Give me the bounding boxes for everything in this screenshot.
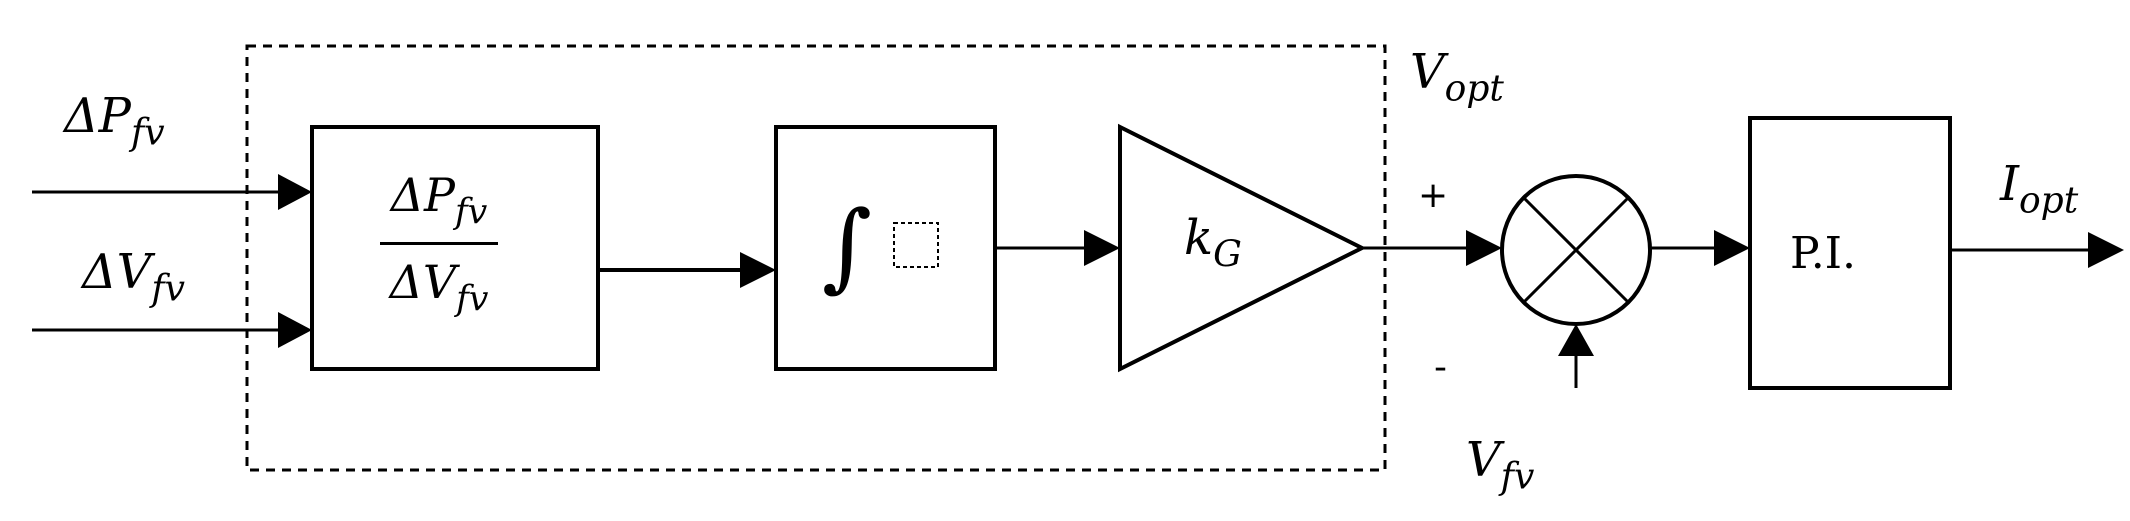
- input-dv-arrowhead: [278, 312, 312, 348]
- output-label: Iopt: [2000, 160, 2078, 220]
- summer-plus-sign: +: [1418, 175, 1449, 216]
- vopt-label: Vopt: [1410, 48, 1504, 108]
- gain-block: [1118, 123, 1367, 373]
- integrator-to-gain-arrowhead: [1084, 230, 1120, 266]
- input-dv-label: ΔVfv: [82, 248, 185, 308]
- pi-label: P.I.: [1790, 228, 1857, 279]
- gain-to-summer-arrowhead: [1466, 230, 1502, 266]
- input-dp-sub: fv: [130, 112, 165, 154]
- ratio-block: [310, 125, 600, 371]
- feedback-label-base: V: [1466, 432, 1501, 488]
- ratio-denominator-sub: fv: [456, 279, 489, 320]
- pi-block: [1748, 116, 1952, 390]
- feedback-label: Vfv: [1466, 436, 1534, 496]
- input-dp-label: ΔPfv: [64, 92, 165, 152]
- input-dv-sub: fv: [151, 268, 185, 310]
- ratio-numerator-base: ΔP: [390, 168, 455, 222]
- ratio-numerator: ΔPfv: [391, 168, 487, 232]
- integral-symbol: ∫: [822, 190, 873, 302]
- summer-minus-sign: -: [1434, 347, 1447, 388]
- integrator-block: [774, 125, 997, 371]
- input-dp-base: ΔP: [64, 88, 131, 144]
- gain-label-sub: G: [1213, 234, 1242, 276]
- dashed-enclosure: [245, 44, 1387, 472]
- input-dp-arrowhead: [278, 174, 312, 210]
- vopt-label-base: V: [1410, 44, 1445, 100]
- summing-junction-cross-b: [1522, 196, 1630, 304]
- input-dv-base: ΔV: [82, 244, 152, 300]
- ratio-denominator-base: ΔV: [389, 255, 457, 310]
- output-label-base: I: [2000, 156, 2019, 212]
- ratio-fraction-bar: [380, 242, 498, 246]
- output-arrowhead: [2088, 232, 2124, 268]
- feedback-arrowhead: [1558, 324, 1594, 356]
- ratio-denominator: ΔVfv: [390, 255, 489, 319]
- ratio-to-integrator-arrowhead: [740, 252, 776, 288]
- feedback-label-sub: fv: [1500, 456, 1535, 498]
- gain-label: kG: [1184, 214, 1242, 274]
- vopt-label-sub: opt: [1444, 68, 1504, 110]
- gain-label-base: k: [1184, 210, 1214, 266]
- ratio-numerator-sub: fv: [454, 192, 488, 233]
- integrator-placeholder-box: [893, 222, 939, 268]
- ratio-fraction: ΔPfv ΔVfv: [380, 168, 498, 319]
- output-label-sub: opt: [2018, 180, 2079, 222]
- summer-to-pi-arrowhead: [1714, 230, 1750, 266]
